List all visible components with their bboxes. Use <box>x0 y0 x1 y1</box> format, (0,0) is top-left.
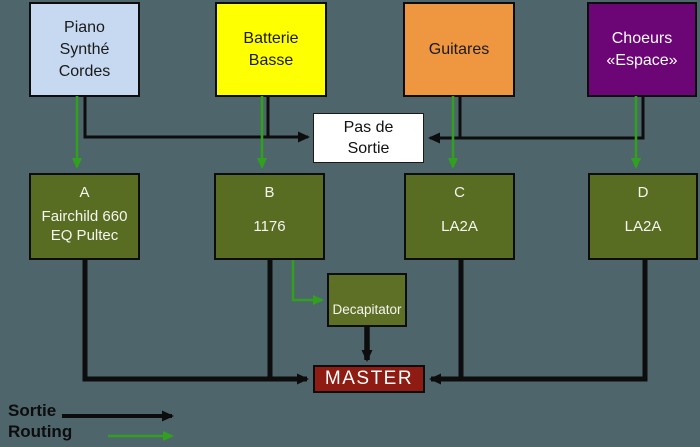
bus-a-output-line <box>82 258 309 385</box>
bus-box-c: C LA2A <box>404 173 515 260</box>
master-box: MASTER <box>313 365 425 393</box>
decapitator-label: Decapitator <box>332 302 402 317</box>
source-label-line: Guitares <box>428 40 490 58</box>
bus-device: EQ Pultec <box>50 227 119 244</box>
bus-box-a: A Fairchild 660 EQ Pultec <box>29 173 140 260</box>
bus-box-b: B 1176 <box>214 173 325 260</box>
source-label-line: Cordes <box>58 62 111 80</box>
source-label-line: Basse <box>248 51 294 69</box>
choeurs-sortie-line <box>428 96 645 144</box>
bus-letter: A <box>79 184 90 201</box>
bus-device: LA2A <box>441 217 478 235</box>
bus-box-d: D LA2A <box>588 173 698 260</box>
source-box-batterie: Batterie Basse <box>215 2 327 97</box>
source-box-piano: Piano Synthé Cordes <box>29 2 140 97</box>
bus-device: Fairchild 660 <box>41 208 128 225</box>
no-output-label-line: Pas de <box>343 119 394 136</box>
bus-letter: C <box>454 184 465 201</box>
source-label-line: Synthé <box>59 40 110 58</box>
no-output-box: Pas de Sortie <box>313 113 424 163</box>
no-output-label-line: Sortie <box>347 140 390 157</box>
source-label-line: «Espace» <box>606 51 678 69</box>
master-label: MASTER <box>324 368 414 389</box>
source-label-line: Batterie <box>243 29 299 47</box>
source-label-line: Piano <box>64 18 105 36</box>
bus-d-output-line <box>429 259 648 385</box>
bus-letter: D <box>637 184 649 201</box>
bus-b-to-decapitator-routing-arrow <box>291 260 324 305</box>
bus-letter: B <box>264 184 275 201</box>
legend-sortie-label: Sortie <box>8 401 57 420</box>
legend-routing-label: Routing <box>8 422 73 441</box>
source-label-line: Choeurs <box>611 29 673 47</box>
decapitator-box: Decapitator <box>327 273 407 327</box>
source-box-choeurs: Choeurs «Espace» <box>587 2 697 97</box>
bus-device: 1176 <box>253 217 286 235</box>
source-box-guitares: Guitares <box>403 2 515 97</box>
bus-device: LA2A <box>624 217 662 235</box>
piano-sortie-line <box>83 96 310 143</box>
